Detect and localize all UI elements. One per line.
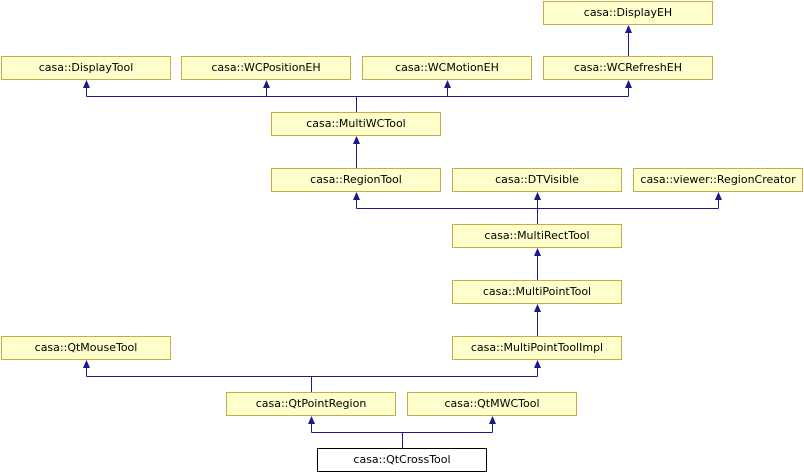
node-region-tool[interactable]: casa::RegionTool — [271, 168, 441, 192]
node-multi-rect-tool[interactable]: casa::MultiRectTool — [452, 224, 622, 248]
edge-arrow-qt_point_region-qt_mouse_tool — [83, 360, 90, 368]
edge-arrow-qt_cross_tool-qt_mwc_tool — [489, 416, 496, 424]
edge-arrow-multi_point_tool_impl-multi_point_tool — [534, 304, 541, 312]
edge-arrow-wc_refresh_eh-display_eh — [625, 25, 632, 33]
edge-arrow-multi_rect_tool-region_creator — [715, 192, 722, 200]
node-multi-point-tool[interactable]: casa::MultiPointTool — [452, 280, 622, 304]
edge-arrow-multi_rect_tool-region_tool — [353, 192, 360, 200]
edge-arrow-multi_wc_tool-wc_motion_eh — [444, 80, 451, 88]
edge-arrow-multi_point_tool-multi_rect_tool — [534, 248, 541, 256]
node-display-tool[interactable]: casa::DisplayTool — [1, 56, 171, 80]
node-dt-visible[interactable]: casa::DTVisible — [452, 168, 622, 192]
node-display-eh[interactable]: casa::DisplayEH — [543, 1, 713, 25]
node-multi-point-tool-impl[interactable]: casa::MultiPointToolImpl — [452, 336, 622, 360]
node-qt-mouse-tool[interactable]: casa::QtMouseTool — [1, 336, 171, 360]
node-qt-point-region[interactable]: casa::QtPointRegion — [226, 392, 396, 416]
edge-arrow-multi_wc_tool-wc_refresh_eh — [625, 80, 632, 88]
node-qt-cross-tool: casa::QtCrossTool — [317, 448, 487, 472]
edge-arrow-qt_cross_tool-qt_point_region — [308, 416, 315, 424]
node-region-creator[interactable]: casa::viewer::RegionCreator — [633, 168, 803, 192]
edge-arrow-multi_rect_tool-dt_visible — [534, 192, 541, 200]
edge-arrow-multi_wc_tool-display_tool — [83, 80, 90, 88]
node-qt-mwc-tool[interactable]: casa::QtMWCTool — [407, 392, 577, 416]
node-wc-motion-eh[interactable]: casa::WCMotionEH — [362, 56, 532, 80]
node-multi-wc-tool[interactable]: casa::MultiWCTool — [271, 112, 441, 136]
edge-arrow-multi_wc_tool-wc_position_eh — [263, 80, 270, 88]
node-wc-position-eh[interactable]: casa::WCPositionEH — [181, 56, 351, 80]
node-wc-refresh-eh[interactable]: casa::WCRefreshEH — [543, 56, 713, 80]
edge-arrow-region_tool-multi_wc_tool — [353, 136, 360, 144]
edge-arrow-qt_point_region-multi_point_tool_impl — [534, 360, 541, 368]
